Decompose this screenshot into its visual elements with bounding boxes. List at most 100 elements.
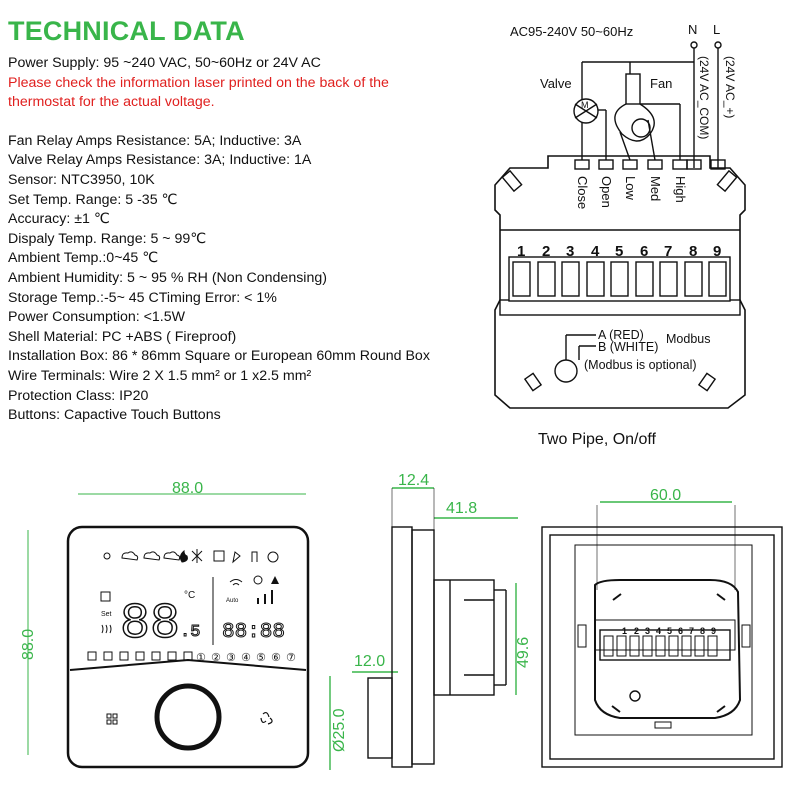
front-height-dimension: 88.0	[20, 629, 37, 660]
rain-cloud-icon	[143, 551, 161, 561]
program-icon-row	[87, 651, 193, 661]
neutral-label: N	[688, 22, 697, 37]
terminal-number: 3	[566, 243, 574, 260]
line-label: L	[713, 22, 720, 37]
spec-ambient-humidity: Ambient Humidity: 5 ~ 95 % RH (Non Conde…	[8, 269, 327, 286]
heat-wave-icon	[101, 624, 112, 634]
front-view: 88.0 88.0 Set 88	[20, 480, 310, 769]
terminal-label-close: Close	[575, 176, 590, 209]
spec-fan-relay: Fan Relay Amps Resistance: 5A; Inductive…	[8, 132, 302, 149]
auto-label: Auto	[226, 598, 239, 604]
hand-icon	[251, 551, 258, 562]
program-mode-2: ②	[211, 652, 221, 664]
spec-protection-class: Protection Class: IP20	[8, 387, 149, 404]
modbus-note: (Modbus is optional)	[584, 358, 697, 372]
dimension-25-0: Ø25.0	[331, 708, 348, 752]
valve-motor-symbol: M	[581, 100, 589, 110]
side-view: 12.4 41.8 12.0 49.6 Ø25.0	[329, 472, 532, 770]
spec-display-temp: Dispaly Temp. Range: 5 ~ 99℃	[8, 230, 207, 247]
fan-label: Fan	[650, 76, 672, 91]
program-mode-6: ⑥	[271, 652, 281, 664]
back-terminal-number: 9	[711, 626, 716, 636]
temperature-digits: 88	[120, 596, 180, 653]
ac-com-label: (24V AC_COM)	[697, 56, 711, 139]
terminal-label-low: Low	[623, 176, 638, 200]
terminal-number: 9	[713, 243, 721, 260]
program-mode-5: ⑤	[256, 652, 266, 664]
back-terminal-number: 4	[656, 626, 661, 636]
valve-label: Valve	[540, 76, 572, 91]
back-width-dimension: 60.0	[650, 487, 681, 504]
signal-bars-icon	[257, 590, 273, 604]
page-title: TECHNICAL DATA	[8, 16, 245, 46]
voltage-warning-line-1: Please check the information laser print…	[8, 74, 389, 91]
cloud-icon	[121, 551, 139, 561]
spec-shell-material: Shell Material: PC +ABS ( Fireproof)	[8, 328, 237, 345]
dimension-41-8: 41.8	[446, 500, 477, 517]
grid-menu-icon	[106, 713, 118, 725]
back-terminal-number: 3	[645, 626, 650, 636]
drop-icon	[232, 551, 241, 564]
terminal-number: 8	[689, 243, 697, 260]
temperature-unit: °C	[184, 590, 195, 601]
spec-storage-temp: Storage Temp.:-5~ 45 CTiming Error: < 1%	[8, 289, 277, 306]
spec-valve-relay: Valve Relay Amps Resistance: 3A; Inducti…	[8, 152, 312, 169]
terminal-number: 1	[517, 243, 525, 260]
back-terminal-number: 2	[634, 626, 639, 636]
snow-cloud-icon	[163, 551, 181, 561]
warning-icon	[271, 576, 279, 584]
dimension-12-4: 12.4	[398, 472, 429, 489]
program-mode-4: ④	[241, 652, 251, 664]
modbus-a-label: A (RED)	[598, 328, 644, 342]
supply-label: AC95-240V 50~60Hz	[510, 24, 633, 39]
terminal-label-med: Med	[648, 176, 663, 201]
modbus-b-label: B (WHITE)	[598, 340, 658, 354]
back-terminal-number: 6	[678, 626, 683, 636]
spec-set-temp: Set Temp. Range: 5 -35 ℃	[8, 191, 178, 208]
heater-icon	[213, 550, 225, 562]
fan-icon	[260, 711, 273, 725]
spec-accuracy: Accuracy: ±1 ℃	[8, 211, 110, 228]
spec-power-supply: Power Supply: 95 ~240 VAC, 50~60Hz or 24…	[8, 55, 321, 71]
status-icon-row	[103, 549, 279, 564]
ac-plus-label: (24V AC_+)	[723, 56, 737, 118]
snowflake-icon	[191, 549, 203, 563]
wiring-caption: Two Pipe, On/off	[538, 431, 656, 448]
spec-list: Power Supply: 95 ~240 VAC, 50~60Hz or 24…	[8, 54, 478, 426]
schedule-icon	[253, 575, 263, 585]
set-label: Set	[101, 611, 112, 618]
program-mode-1: ①	[196, 652, 206, 664]
back-terminal-number: 8	[700, 626, 705, 636]
front-width-dimension: 88.0	[172, 480, 203, 497]
flame-icon	[179, 549, 188, 563]
wifi-icon	[229, 579, 243, 586]
spec-sensor: Sensor: NTC3950, 10K	[8, 171, 155, 188]
program-mode-3: ③	[226, 652, 236, 664]
program-mode-7: ⑦	[286, 652, 296, 664]
spec-buttons: Buttons: Capactive Touch Buttons	[8, 407, 221, 424]
clock-digits: 88:88	[222, 621, 285, 644]
terminal-number: 6	[640, 243, 648, 260]
temperature-decimal: .5	[180, 623, 200, 642]
terminal-label-open: Open	[599, 176, 614, 208]
spec-installation-box: Installation Box: 86 * 86mm Square or Eu…	[8, 348, 430, 365]
spec-wire-terminals: Wire Terminals: Wire 2 X 1.5 mm² or 1 x2…	[8, 367, 312, 384]
dimension-49-6: 49.6	[515, 637, 532, 668]
terminal-number: 4	[591, 243, 600, 260]
back-view: 60.0 1 2 3 4 5 6 7 8 9	[541, 487, 783, 768]
clock-icon	[267, 551, 279, 563]
terminal-block	[508, 256, 731, 302]
back-terminal-number: 5	[667, 626, 672, 636]
modbus-label: Modbus	[666, 332, 710, 346]
terminal-label-high: High	[673, 176, 688, 203]
spec-ambient-temp: Ambient Temp.:0~45 ℃	[8, 250, 159, 267]
dimension-12-0: 12.0	[354, 653, 385, 670]
back-terminal-number: 7	[689, 626, 694, 636]
lock-icon	[100, 591, 111, 602]
back-terminal-number: 1	[622, 626, 627, 636]
terminal-number: 5	[615, 243, 623, 260]
terminal-number: 2	[542, 243, 550, 260]
spec-power-consumption: Power Consumption: <1.5W	[8, 309, 186, 326]
sun-icon	[103, 552, 111, 560]
terminal-number: 7	[664, 243, 672, 260]
